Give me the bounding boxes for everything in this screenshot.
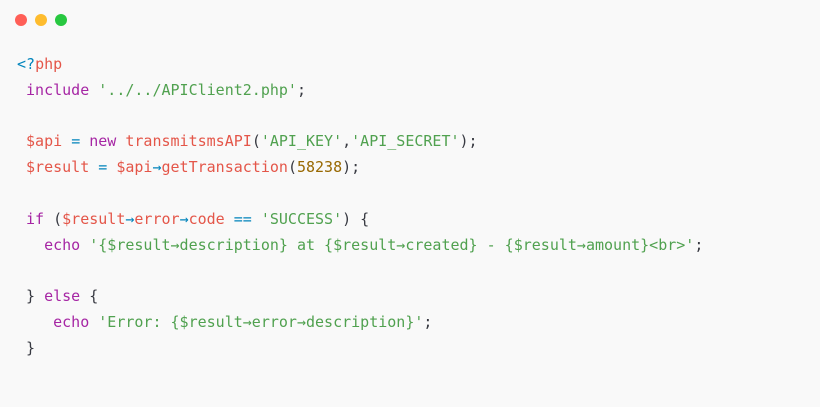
token-operator: → bbox=[152, 158, 162, 177]
token-punctuation: } bbox=[26, 287, 36, 306]
token-function-name: transmitsmsAPI bbox=[125, 132, 252, 151]
window-controls bbox=[15, 14, 67, 26]
token-keyword: echo bbox=[44, 235, 81, 254]
token-punctuation: ); bbox=[459, 132, 478, 151]
code-line: } else { bbox=[0, 284, 820, 310]
token-whitespace bbox=[17, 210, 26, 228]
token-punctuation: ; bbox=[296, 80, 306, 99]
token-punctuation: { bbox=[89, 287, 99, 306]
token-whitespace bbox=[17, 339, 26, 357]
token-punctuation: ; bbox=[694, 235, 704, 254]
token-whitespace bbox=[17, 132, 26, 150]
token-operator: = bbox=[98, 158, 108, 177]
token-operator: → bbox=[125, 209, 135, 228]
token-whitespace bbox=[89, 81, 98, 99]
token-whitespace bbox=[80, 132, 89, 150]
token-function-name: getTransaction bbox=[161, 158, 288, 177]
code-line: $result = $api→getTransaction(58238); bbox=[0, 155, 820, 181]
code-line: $api = new transmitsmsAPI('API_KEY','API… bbox=[0, 129, 820, 155]
token-whitespace bbox=[89, 158, 98, 176]
token-whitespace bbox=[35, 287, 44, 305]
token-string: 'Error: {$result→error→description}' bbox=[98, 312, 424, 331]
token-whitespace bbox=[62, 132, 71, 150]
token-variable: $result bbox=[26, 158, 90, 177]
token-operator: → bbox=[179, 209, 189, 228]
token-php-tag: <? bbox=[17, 55, 36, 73]
token-whitespace bbox=[80, 287, 89, 305]
code-line: <?php bbox=[0, 52, 820, 78]
token-variable: $result bbox=[62, 209, 126, 228]
token-whitespace bbox=[89, 313, 98, 331]
token-punctuation: ( bbox=[251, 132, 261, 151]
token-punctuation: ( bbox=[53, 209, 63, 228]
token-punctuation: ( bbox=[287, 158, 297, 177]
token-number: 58238 bbox=[296, 158, 343, 177]
token-whitespace bbox=[17, 81, 26, 99]
token-string: 'API_SECRET' bbox=[351, 132, 460, 151]
token-whitespace bbox=[17, 287, 26, 305]
token-variable: php bbox=[35, 55, 63, 73]
token-punctuation: ) { bbox=[342, 209, 370, 228]
token-whitespace bbox=[107, 158, 116, 176]
code-line bbox=[0, 258, 820, 284]
code-line bbox=[0, 104, 820, 130]
token-whitespace bbox=[252, 210, 261, 228]
token-whitespace bbox=[80, 236, 89, 254]
token-operator: == bbox=[233, 209, 252, 228]
token-keyword: else bbox=[44, 287, 81, 306]
token-punctuation: } bbox=[26, 338, 36, 357]
token-whitespace bbox=[17, 158, 26, 176]
close-button[interactable] bbox=[15, 14, 27, 26]
token-string: 'SUCCESS' bbox=[260, 209, 343, 228]
token-variable: error bbox=[134, 209, 180, 228]
token-keyword: new bbox=[89, 132, 117, 151]
token-keyword: include bbox=[26, 80, 90, 99]
code-line: include '../../APIClient2.php'; bbox=[0, 78, 820, 104]
token-punctuation: ; bbox=[423, 312, 433, 331]
token-variable: $api bbox=[116, 158, 153, 177]
token-variable: code bbox=[188, 209, 225, 228]
code-line: echo 'Error: {$result→error→description}… bbox=[0, 310, 820, 336]
token-keyword: if bbox=[26, 209, 45, 228]
maximize-button[interactable] bbox=[55, 14, 67, 26]
token-whitespace bbox=[225, 210, 234, 228]
token-punctuation: ); bbox=[342, 158, 361, 177]
token-whitespace bbox=[44, 210, 53, 228]
token-variable: $api bbox=[26, 132, 63, 151]
code-line: echo '{$result→description} at {$result→… bbox=[0, 233, 820, 259]
code-line: if ($result→error→code == 'SUCCESS') { bbox=[0, 207, 820, 233]
token-string: '{$result→description} at {$result→creat… bbox=[89, 235, 695, 254]
code-block[interactable]: <?php include '../../APIClient2.php'; $a… bbox=[0, 52, 820, 362]
token-keyword: echo bbox=[53, 312, 90, 331]
token-whitespace bbox=[17, 313, 53, 331]
token-string: '../../APIClient2.php' bbox=[98, 80, 297, 99]
token-punctuation: , bbox=[342, 132, 352, 151]
code-line bbox=[0, 181, 820, 207]
minimize-button[interactable] bbox=[35, 14, 47, 26]
token-whitespace bbox=[17, 236, 44, 254]
token-operator: = bbox=[71, 132, 81, 151]
code-line: } bbox=[0, 336, 820, 362]
token-string: 'API_KEY' bbox=[260, 132, 343, 151]
